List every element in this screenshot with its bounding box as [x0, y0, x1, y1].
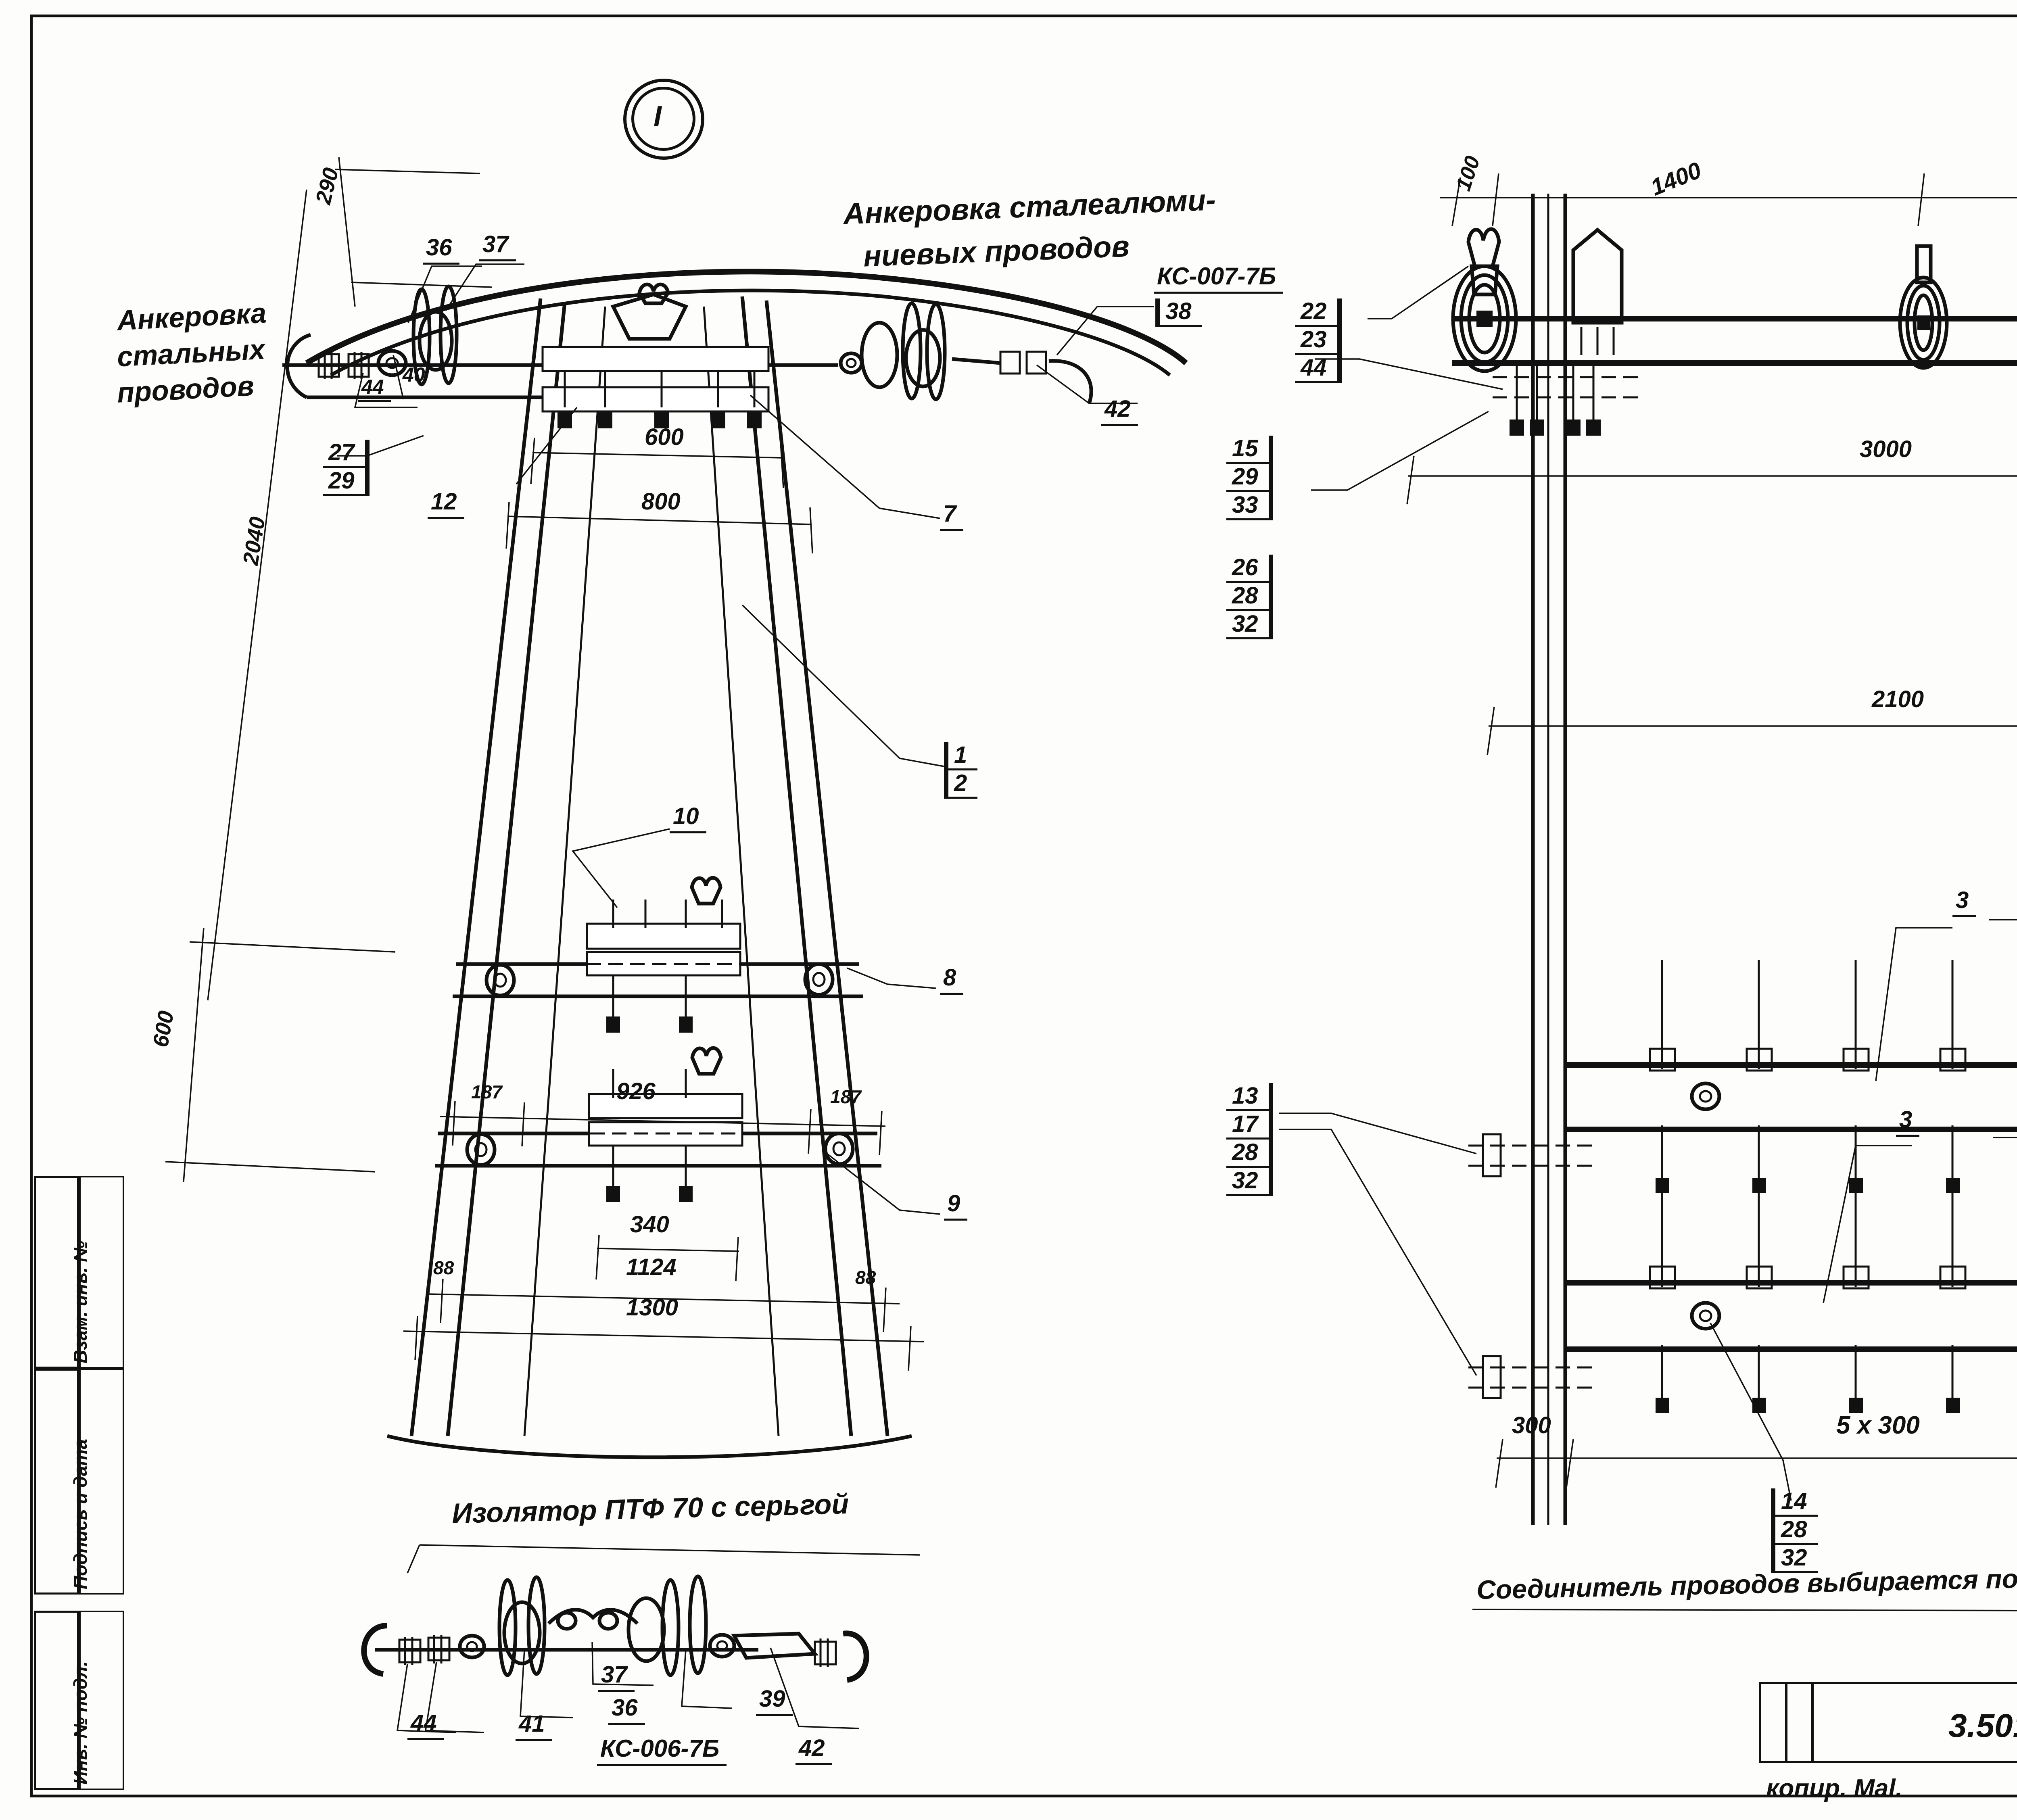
ref-stack-22-23-44: 22 23 44	[1295, 298, 1342, 383]
part-label-42-top: 42	[1101, 395, 1138, 426]
ref-value-26: 26	[1226, 555, 1269, 583]
ref-value-22: 22	[1295, 298, 1337, 327]
part-label-9: 9	[944, 1190, 968, 1221]
part-label-8: 8	[940, 964, 964, 995]
dim-3000: 3000	[1860, 436, 1912, 462]
detail-marker-label: I	[654, 100, 662, 133]
dim-1300: 1300	[626, 1294, 679, 1321]
part-label-7: 7	[940, 500, 964, 531]
title-block-left-tick-2	[1811, 1682, 1814, 1763]
detail-marker-circle	[623, 79, 704, 160]
ref-value-44: 44	[1295, 355, 1337, 383]
dim-187-right: 187	[830, 1086, 861, 1107]
drawing-frame	[30, 15, 2017, 1797]
part-label-12: 12	[428, 488, 464, 519]
ref-stack-15-29-33: 15 29 33	[1226, 436, 1273, 520]
drawing-code: 3.501.1-145.0-20	[1948, 1707, 2017, 1744]
ref-value-15: 15	[1226, 436, 1269, 464]
ref-value-2-left: 2	[948, 770, 978, 799]
dim-2100: 2100	[1872, 686, 1924, 712]
ref-value-13: 13	[1226, 1083, 1269, 1111]
ref-value-28c: 28	[1775, 1517, 1818, 1545]
part-label-3-upper: 3	[1952, 887, 1976, 917]
detail-label-37: 37	[598, 1661, 635, 1692]
detail-label-39: 39	[756, 1685, 793, 1716]
footer-copy: копир. Мal.	[1766, 1774, 1902, 1802]
part-label-36: 36	[423, 234, 459, 265]
ref-stack-1-2-left: 1 2	[944, 742, 978, 799]
part-label-3-lower: 3	[1896, 1106, 1920, 1137]
ref-value-32c: 32	[1775, 1545, 1818, 1573]
ref-value-33: 33	[1226, 492, 1269, 520]
title-block	[1759, 1682, 2017, 1763]
product-code-ks007: КС-007-7Б	[1154, 262, 1284, 294]
stamp-cell-blank-2	[79, 1369, 124, 1595]
ref-value-32b: 32	[1226, 1168, 1269, 1196]
dim-800: 800	[641, 488, 681, 515]
ref-value-29: 29	[323, 468, 365, 496]
part-label-10: 10	[670, 803, 706, 833]
ref-value-17: 17	[1226, 1111, 1269, 1140]
ref-stack-26-28-32: 26 28 32	[1226, 555, 1273, 639]
part-label-40: 40	[403, 363, 425, 386]
detail-label-44: 44	[407, 1709, 444, 1740]
ref-value-1-left: 1	[948, 742, 978, 770]
detail-marker-circle-inner	[631, 87, 695, 151]
part-label-44: 44	[358, 375, 391, 402]
stamp-cell-inv	[34, 1611, 79, 1790]
detail-label-41: 41	[516, 1710, 552, 1741]
dim-5x300: 5 х 300	[1836, 1411, 1920, 1439]
ref-value-27: 27	[323, 440, 365, 468]
title-block-left-tick-1	[1785, 1682, 1787, 1763]
part-label-37: 37	[479, 231, 516, 261]
ref-value-28: 28	[1226, 583, 1269, 611]
stamp-cell-blank-3	[79, 1611, 124, 1790]
stamp-cell-podpis	[34, 1369, 79, 1595]
ref-value-29: 29	[1226, 464, 1269, 492]
stamp-cell-vzam	[34, 1176, 79, 1369]
dim-300-left: 300	[1512, 1412, 1551, 1438]
detail-product-code: КС-006-7Б	[597, 1734, 727, 1766]
stamp-cell-blank-1	[79, 1176, 124, 1369]
ref-value-28b: 28	[1226, 1140, 1269, 1168]
ref-stack-13-17-28-32: 13 17 28 32	[1226, 1083, 1273, 1196]
ref-stack-14-28-32: 14 28 32	[1771, 1488, 1818, 1573]
dim-88-right: 88	[855, 1267, 876, 1288]
ref-value-14: 14	[1775, 1488, 1818, 1517]
dim-187-left: 187	[471, 1081, 502, 1102]
dim-88-left: 88	[433, 1257, 454, 1278]
dim-1124: 1124	[626, 1254, 677, 1280]
detail-label-42: 42	[796, 1734, 832, 1765]
ref-value-38: 38	[1160, 298, 1202, 327]
dim-926: 926	[616, 1078, 656, 1104]
ref-value-32: 32	[1226, 611, 1269, 639]
ref-stack-27-29: 27 29	[323, 440, 370, 496]
ref-value-23: 23	[1295, 327, 1337, 355]
detail-label-36: 36	[608, 1694, 645, 1725]
ref-stack-38: 38	[1155, 298, 1202, 327]
dim-340: 340	[630, 1211, 669, 1238]
dim-600-top: 600	[645, 424, 684, 450]
